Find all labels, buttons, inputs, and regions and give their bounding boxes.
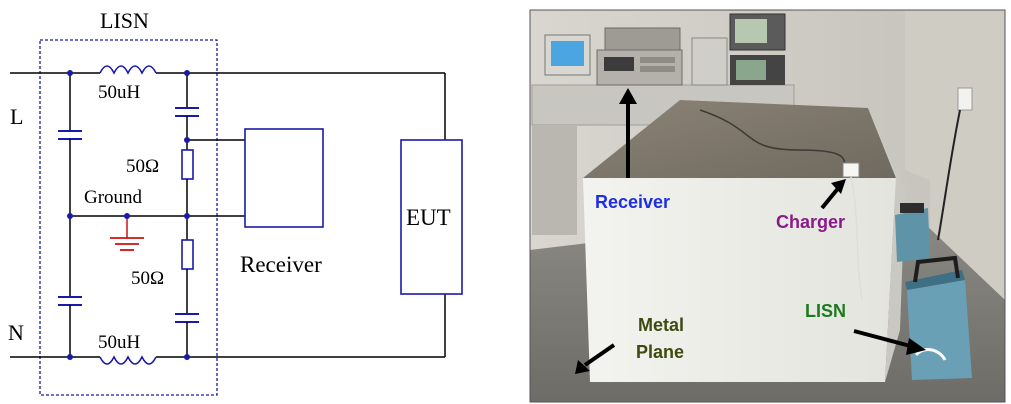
photo-receiver-label: Receiver: [595, 192, 670, 212]
instrument-monitor-left: [544, 34, 591, 76]
lisn-arrow-icon: [853, 329, 926, 355]
receiver-arrow-icon: [619, 88, 637, 178]
charger-arrow-icon: [820, 179, 846, 210]
receiver-box: [244, 128, 324, 228]
lisn-schematic: LISN L N 50uH 50uH: [8, 8, 463, 396]
bottom-resistor-label: 50Ω: [131, 268, 164, 289]
metal-plane-arrow-icon: [575, 343, 616, 374]
bottom-resistor-symbol: [181, 239, 194, 270]
lisn-title: LISN: [100, 8, 149, 33]
photo-charger-label: Charger: [776, 212, 845, 232]
bottom-inductor-symbol: [99, 355, 157, 365]
ground-label: Ground: [84, 187, 143, 208]
photo-lisn-label: LISN: [805, 301, 846, 321]
eut-box: [400, 139, 463, 295]
lisn-device-upper: [895, 203, 930, 262]
receiver-instrument: [596, 49, 683, 86]
charger-device: [842, 162, 860, 178]
spectrum-analyzer: [729, 13, 786, 85]
line-terminal-label: L: [10, 104, 23, 129]
top-inductor-label: 50uH: [98, 82, 141, 103]
photo-frame: [529, 9, 1006, 403]
right-lisn-branch: [175, 73, 199, 357]
photo-metal-plane-label-line1: Metal: [638, 315, 684, 335]
junction-dots: [67, 70, 190, 360]
eut-label: EUT: [406, 205, 451, 230]
test-setup-photo: Receiver Charger LISN Metal Plane: [529, 9, 1006, 403]
top-resistor-label: 50Ω: [126, 156, 159, 177]
receiver-label: Receiver: [240, 252, 322, 277]
top-resistor-symbol: [181, 149, 194, 180]
ground-symbol-icon: [110, 216, 144, 251]
photo-metal-plane-label-line2: Plane: [636, 342, 684, 362]
top-inductor-symbol: [99, 65, 157, 75]
lisn-boundary-box: [39, 39, 218, 396]
metal-plane-table-top: [583, 100, 896, 178]
metal-plane-table-front: [583, 178, 896, 382]
bottom-inductor-label: 50uH: [98, 332, 141, 353]
lisn-device-lower: [905, 255, 972, 380]
neutral-terminal-label: N: [8, 320, 24, 345]
